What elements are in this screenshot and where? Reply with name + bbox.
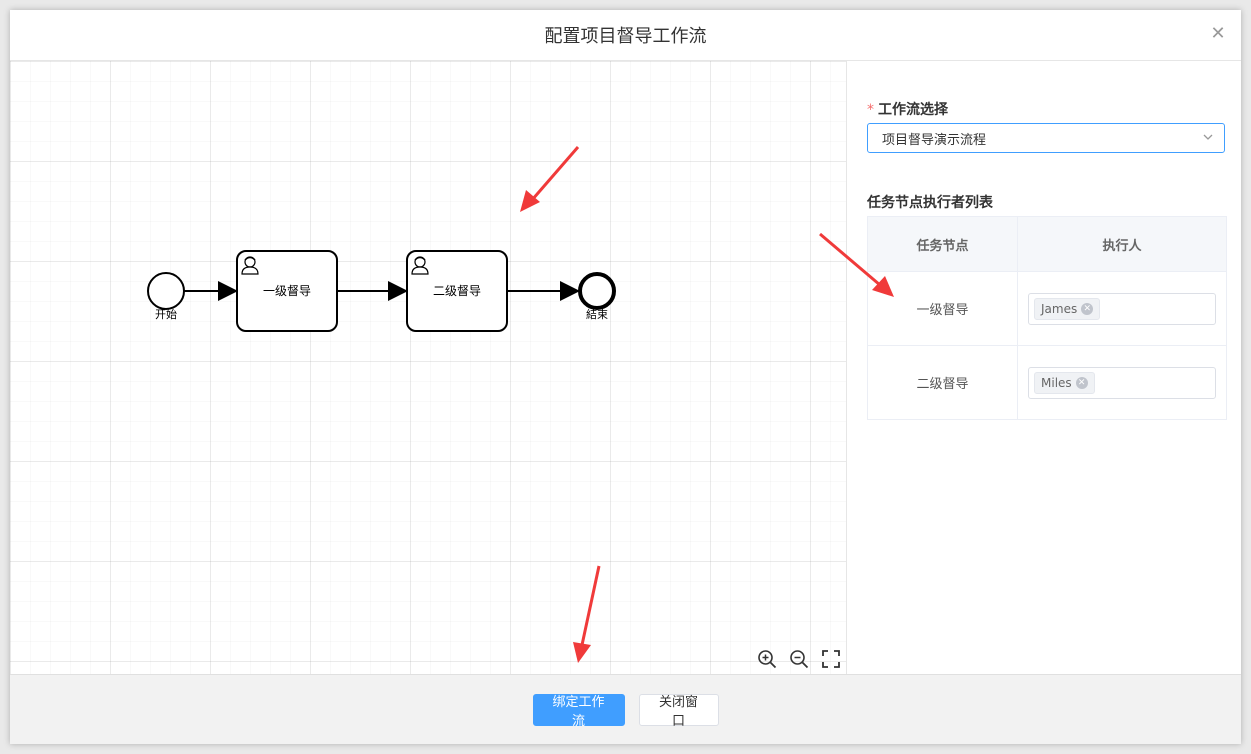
user-task-2[interactable]: 二级督导 [406, 250, 508, 332]
end-event[interactable] [578, 272, 616, 310]
fit-screen-icon[interactable] [820, 648, 842, 670]
task-label: 一级督导 [263, 283, 311, 298]
executor-cell: James ✕ [1017, 271, 1227, 346]
bind-workflow-button[interactable]: 绑定工作流 [532, 693, 625, 728]
close-window-button[interactable]: 关闭窗口 [638, 693, 719, 728]
task-node-cell: 二级督导 [867, 345, 1018, 420]
tag-close-icon[interactable]: ✕ [1081, 302, 1094, 315]
table-row: 一级督导 James ✕ [867, 271, 1227, 346]
zoom-toolbar [756, 648, 842, 670]
executor-tag: James ✕ [1034, 297, 1101, 320]
column-header-node: 任务节点 [867, 216, 1018, 272]
user-icon [411, 256, 429, 275]
task-label: 二级督导 [433, 283, 481, 298]
workflow-dialog: 配置项目督导工作流 ✕ 开始 [10, 10, 1241, 744]
required-mark: * [867, 102, 874, 118]
zoom-out-icon[interactable] [788, 648, 810, 670]
workflow-label-text: 工作流选择 [878, 102, 948, 118]
executor-select[interactable]: Miles ✕ [1028, 366, 1216, 399]
workflow-select-label: *工作流选择 [867, 99, 948, 119]
executor-cell: Miles ✕ [1017, 345, 1227, 420]
executor-select[interactable]: James ✕ [1028, 292, 1216, 325]
dialog-header: 配置项目督导工作流 ✕ [10, 10, 1241, 61]
zoom-in-icon[interactable] [756, 648, 778, 670]
start-event-label: 开始 [155, 307, 177, 321]
user-task-1[interactable]: 一级督导 [236, 250, 338, 332]
bpmn-diagram: 开始 一级督导 [147, 250, 616, 332]
executor-table: 任务节点 执行人 一级督导 James ✕ [867, 216, 1227, 420]
dialog-footer: 绑定工作流 关闭窗口 [10, 674, 1241, 744]
start-event[interactable] [147, 272, 185, 310]
executor-tag: Miles ✕ [1034, 371, 1095, 394]
table-row: 二级督导 Miles ✕ [867, 345, 1227, 420]
executor-list-title: 任务节点执行者列表 [867, 195, 993, 211]
bpmn-canvas[interactable]: 开始 一级督导 [10, 61, 847, 674]
tag-close-icon[interactable]: ✕ [1075, 376, 1088, 389]
executor-tag-label: James [1041, 301, 1078, 316]
end-event-label: 結束 [586, 307, 608, 321]
config-panel: *工作流选择 项目督导演示流程 任务节点执行者列表 任务节点 执行人 一级督导 [867, 61, 1227, 674]
column-header-executor: 执行人 [1017, 216, 1227, 272]
user-icon [241, 256, 259, 275]
close-icon[interactable]: ✕ [1210, 23, 1226, 44]
chevron-down-icon [1203, 134, 1213, 140]
workflow-select-value: 项目督导演示流程 [882, 132, 987, 148]
task-node-cell: 一级督导 [867, 271, 1018, 346]
executor-tag-label: Miles [1041, 375, 1072, 390]
dialog-title: 配置项目督导工作流 [544, 26, 707, 47]
workflow-select[interactable]: 项目督导演示流程 [867, 123, 1225, 153]
